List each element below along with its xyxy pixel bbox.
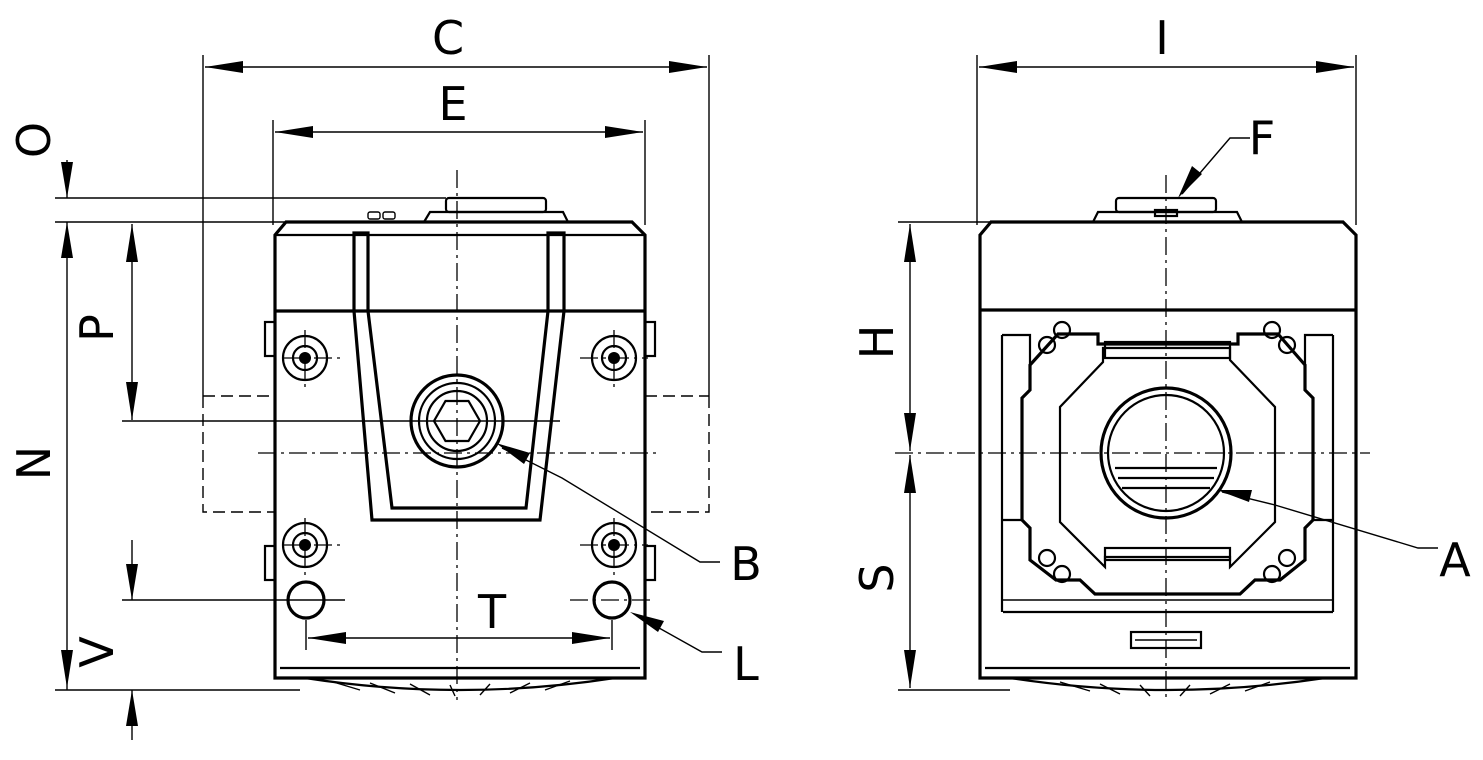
front-hidden-bracket-left [202, 396, 275, 513]
front-small-tab-1 [367, 211, 381, 220]
callout-a: A [1439, 533, 1471, 587]
side-body-outline [978, 220, 1358, 680]
front-view [202, 170, 710, 700]
front-bowl-ribs [329, 680, 571, 697]
front-ear-top-left [263, 320, 277, 358]
label-v: V [70, 636, 124, 668]
label-o: O [7, 122, 61, 158]
front-small-tab-2 [382, 211, 396, 220]
callout-b: B [730, 537, 762, 591]
side-inner-rails [1000, 335, 1335, 612]
side-mounting-plate [1020, 332, 1315, 596]
callout-f: F [1249, 111, 1275, 165]
front-ear-bottom-left [263, 544, 277, 582]
callout-leader-b [501, 447, 720, 563]
label-i: I [1155, 11, 1169, 65]
front-hidden-bracket-right [645, 396, 710, 513]
label-s: S [850, 563, 904, 592]
side-bowl [1009, 676, 1326, 692]
side-bowl-ribs [1059, 681, 1271, 697]
label-n: N [7, 446, 61, 480]
front-center-boss [352, 231, 566, 522]
callout-l: L [733, 637, 759, 691]
side-bottom-slot [1103, 546, 1232, 562]
side-view [895, 175, 1370, 700]
front-dimensions [55, 55, 722, 740]
label-c: C [432, 11, 464, 65]
callout-leader-f [1181, 137, 1250, 195]
side-octagon [1058, 346, 1277, 570]
front-ear-top-right [643, 320, 657, 358]
label-t: T [477, 585, 507, 639]
front-top-knob [444, 196, 548, 214]
labels: C E O P N V T I H S B L F A [7, 11, 1471, 691]
label-p: P [70, 314, 124, 342]
side-right-frame [1303, 333, 1333, 522]
front-ear-bottom-right [643, 544, 657, 582]
side-top-slot [1103, 340, 1232, 360]
side-dimensions [898, 55, 1438, 691]
side-left-frame [1002, 333, 1032, 522]
label-e: E [438, 77, 467, 131]
front-bowl [304, 676, 616, 692]
label-h: H [850, 325, 904, 360]
